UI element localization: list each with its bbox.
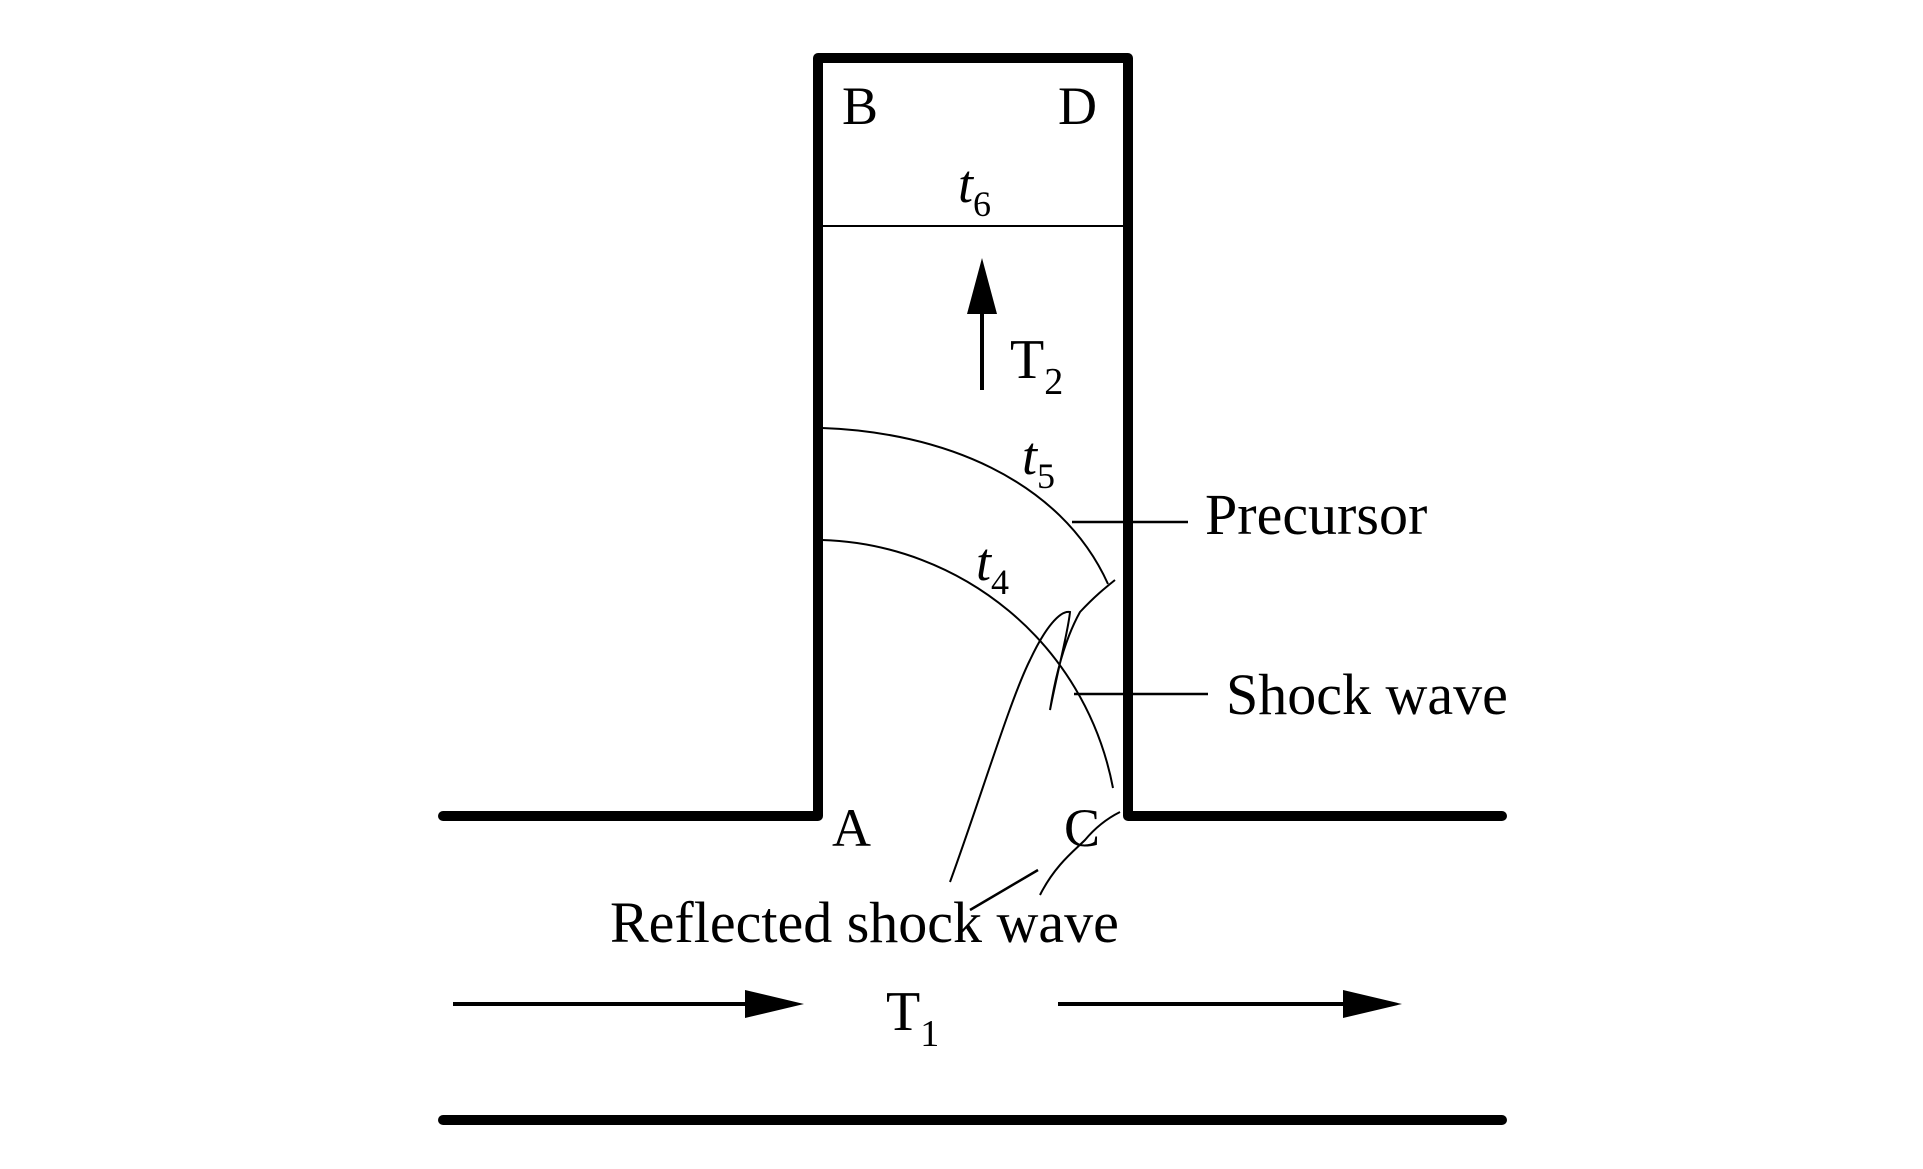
corner-label-c: C (1064, 798, 1100, 858)
temperature-label-t1-base: T (886, 981, 920, 1043)
reflected-curl-near-c (1039, 811, 1121, 896)
reflected-shock-wave-leader (969, 868, 1039, 912)
branch-flow-arrow (967, 258, 997, 390)
branch-arrow-head (967, 258, 997, 314)
wavefront-label-t5: t5 (1022, 426, 1055, 496)
wavefront-label-t5-sub: 5 (1037, 456, 1055, 496)
temperature-label-t1: T1 (886, 981, 939, 1055)
wavefront-label-t6-sub: 6 (973, 184, 991, 224)
main-arrow-right-head (1343, 990, 1402, 1018)
left-wall (438, 53, 1507, 821)
duct-walls (438, 53, 1507, 1125)
main-arrow-left-head (745, 990, 804, 1018)
corner-label-b: B (842, 76, 878, 136)
temperature-label-t2-sub: 2 (1044, 361, 1063, 403)
wavefront-label-t6: t6 (958, 154, 991, 224)
temperature-label-t2: T2 (1010, 329, 1063, 403)
wavefront-label-t6-base: t (958, 154, 975, 214)
precursor-label: Precursor (1205, 482, 1427, 547)
reflected-shock-wave-label: Reflected shock wave (610, 890, 1119, 955)
wavefront-label-t4: t4 (976, 532, 1009, 602)
wavefront-label-t4-sub: 4 (991, 562, 1009, 602)
wavefront-t4-curve (821, 539, 1114, 789)
reflected-shock-wave-line (949, 579, 1116, 883)
wavefront-label-t4-base: t (976, 532, 993, 592)
wavefront-label-t5-base: t (1022, 426, 1039, 486)
main-flow-arrow-left (453, 990, 804, 1018)
shock-wave-label: Shock wave (1226, 662, 1508, 727)
temperature-label-t2-base: T (1010, 329, 1044, 391)
corner-label-a: A (832, 798, 871, 858)
main-flow-arrow-right (1058, 990, 1402, 1018)
corner-label-d: D (1058, 76, 1097, 136)
wavefront-t5-curve (821, 427, 1109, 585)
temperature-label-t1-sub: 1 (920, 1013, 939, 1055)
